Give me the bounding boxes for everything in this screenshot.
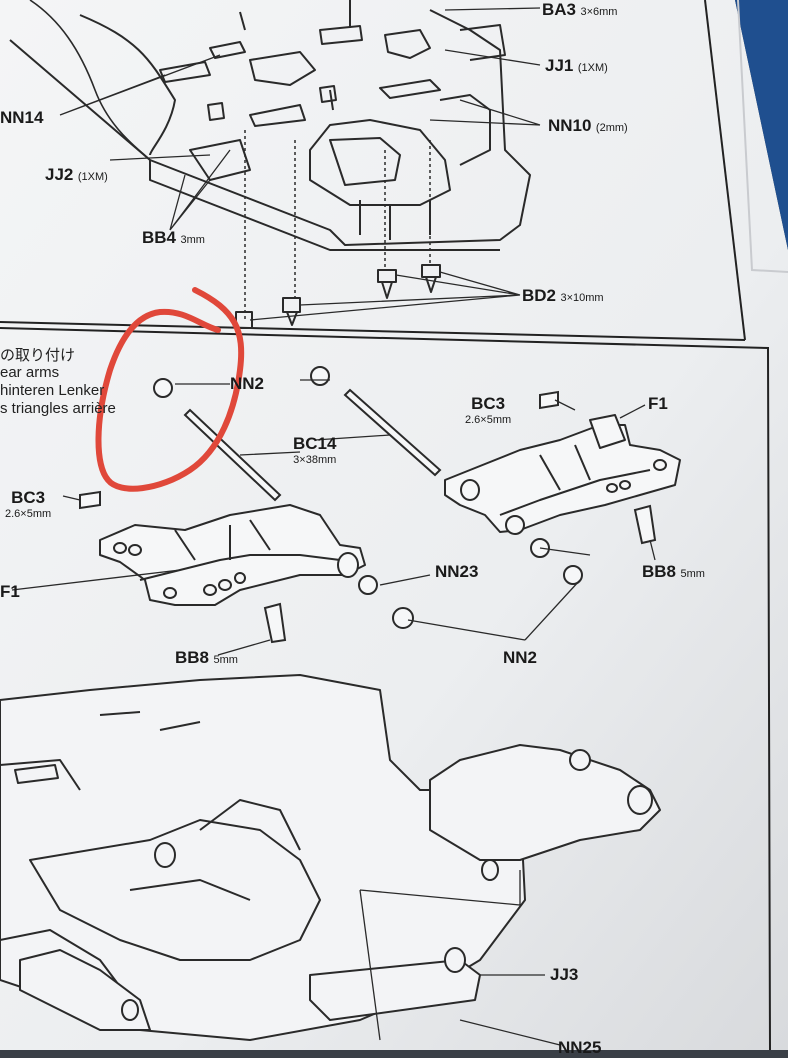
label-nn23: NN23 [435,562,479,581]
section-title-fr: s triangles arrière [0,400,116,417]
label-f1-right: F1 [648,394,668,413]
blue-background-corner [735,0,788,250]
section-title-jp: の取り付け [0,347,76,364]
label-jj2: JJ2 (1XM) [45,165,108,184]
label-nn2-bottom: NN2 [503,648,538,667]
label-ba3: BA3 3×6mm [542,0,618,19]
label-bb8-right: BB8 5mm [642,562,705,581]
left-rear-arm-drawing [99,504,366,606]
middle-panel-border [0,327,771,1050]
mid-small-parts [79,366,657,644]
label-bb4: BB4 3mm [142,228,205,247]
right-rear-arm-drawing [444,414,681,535]
bottom-leader-lines [359,870,561,1046]
label-nn14: NN14 [0,108,44,127]
top-panel-border [0,321,746,341]
label-nn2-top: NN2 [230,374,265,393]
red-hand-drawn-circle [95,287,245,492]
label-nn25: NN25 [558,1038,602,1057]
section-title-en: ear arms [0,364,60,381]
mid-leader-lines [11,379,656,656]
top-chassis-drawing [9,0,531,329]
bottom-chassis-drawing [0,674,661,1041]
top-leader-lines [59,7,541,321]
label-jj1: JJ1 (1XM) [545,56,608,75]
label-bb8-left: BB8 5mm [175,648,238,667]
label-nn10: NN10 (2mm) [548,116,628,135]
label-bd2: BD2 3×10mm [522,286,604,305]
section-title-de: hinteren Lenker [0,382,105,399]
label-jj3: JJ3 [550,965,579,984]
label-f1-left: F1 [0,582,20,601]
